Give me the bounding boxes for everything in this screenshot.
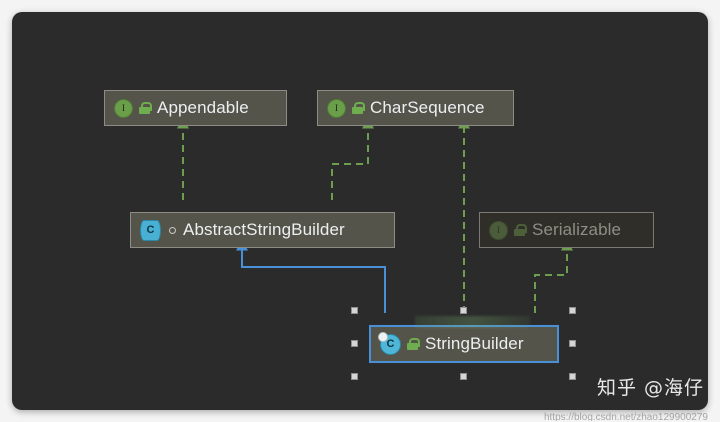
edge-layer <box>177 117 573 313</box>
class-node-label: CharSequence <box>370 98 485 117</box>
lock-icon <box>514 224 527 236</box>
class-node-appendable[interactable]: I Appendable <box>104 90 287 126</box>
lock-icon <box>139 102 152 114</box>
class-icon: C <box>378 331 401 355</box>
package-private-icon <box>169 226 176 234</box>
class-node-label: AbstractStringBuilder <box>183 220 345 239</box>
selection-handle-sw[interactable] <box>351 373 358 380</box>
interface-icon: I <box>327 98 346 118</box>
lock-icon <box>407 338 420 350</box>
class-node-abstractstringbuilder[interactable]: C AbstractStringBuilder <box>130 212 395 248</box>
selection-handle-nw[interactable] <box>351 307 358 314</box>
zhihu-watermark: 知乎 @海仔 <box>596 377 704 399</box>
selection-handle-n[interactable] <box>460 307 467 314</box>
selection-handle-e[interactable] <box>569 340 576 347</box>
class-node-label: Appendable <box>157 98 249 117</box>
selection-handle-se[interactable] <box>569 373 576 380</box>
class-node-label: StringBuilder <box>425 334 524 353</box>
selection-handle-ne[interactable] <box>569 307 576 314</box>
interface-icon: I <box>114 98 133 118</box>
csdn-url-watermark: https://blog.csdn.net/zhao129900279 <box>543 412 708 421</box>
selection-handle-s[interactable] <box>460 373 467 380</box>
class-node-charsequence[interactable]: I CharSequence <box>317 90 514 126</box>
edge-stringbuilder-abstractstringbuilder[interactable] <box>236 239 386 313</box>
abstract-class-icon: C <box>140 219 161 241</box>
class-node-stringbuilder[interactable]: C StringBuilder <box>369 316 559 363</box>
interface-icon: I <box>489 220 508 240</box>
edge-abstractstringbuilder-charsequence[interactable] <box>331 117 374 200</box>
class-node-serializable[interactable]: I Serializable <box>479 212 654 248</box>
lock-icon <box>352 102 365 114</box>
edge-stringbuilder-serializable[interactable] <box>534 239 573 313</box>
selection-handle-w[interactable] <box>351 340 358 347</box>
class-node-label: Serializable <box>532 220 622 239</box>
diagram-canvas[interactable]: I Appendable I CharSequence C AbstractSt… <box>12 12 708 410</box>
